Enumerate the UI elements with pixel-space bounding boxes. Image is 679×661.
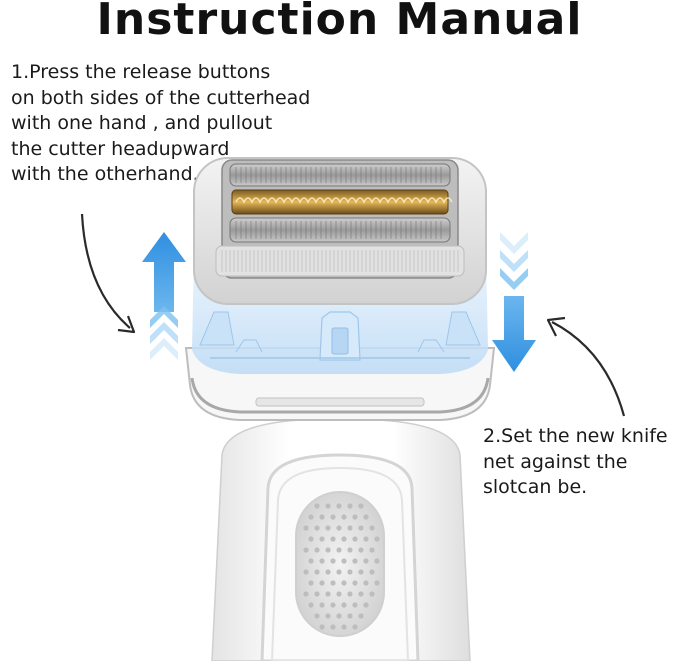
up-arrow-icon bbox=[142, 232, 186, 360]
grip-dot bbox=[336, 525, 342, 531]
step-2-instruction: 2.Set the new knife net against the slot… bbox=[483, 424, 673, 501]
grip-dot bbox=[325, 591, 331, 597]
grip-dot bbox=[341, 514, 347, 520]
grip-dot bbox=[341, 624, 347, 630]
grip-dot bbox=[347, 525, 353, 531]
grip-dot bbox=[363, 580, 369, 586]
grip-dot bbox=[358, 569, 364, 575]
grip-dot bbox=[330, 580, 336, 586]
grip-dot bbox=[336, 613, 342, 619]
grip-dot bbox=[319, 580, 325, 586]
grip-dot bbox=[319, 624, 325, 630]
grip-dot bbox=[363, 514, 369, 520]
page-title: Instruction Manual bbox=[96, 0, 583, 45]
grip-dot bbox=[325, 613, 331, 619]
grip-dot bbox=[330, 624, 336, 630]
frame-ribs bbox=[221, 250, 459, 272]
grip-dot bbox=[319, 514, 325, 520]
grip-dot bbox=[352, 602, 358, 608]
grip-dot bbox=[369, 547, 375, 553]
grip-dot bbox=[325, 547, 331, 553]
grip-dot bbox=[319, 602, 325, 608]
foil-texture bbox=[235, 167, 453, 239]
grip-dot bbox=[352, 514, 358, 520]
grip-dot bbox=[352, 580, 358, 586]
curved-arrow-icon bbox=[546, 316, 626, 417]
grip-dot bbox=[347, 613, 353, 619]
grip-dots bbox=[303, 503, 380, 630]
step-1-line: with one hand , and pullout bbox=[11, 112, 273, 134]
grip-dot bbox=[330, 602, 336, 608]
grip-dot bbox=[314, 547, 320, 553]
step-1-line: with the otherhand. bbox=[11, 163, 199, 185]
grip-dot bbox=[314, 525, 320, 531]
grip-dot bbox=[374, 580, 380, 586]
grip-dot bbox=[336, 547, 342, 553]
step-1-line: 1.Press the release buttons bbox=[11, 61, 271, 83]
grip-dot bbox=[336, 503, 342, 509]
step-1-line: the cutter headupward bbox=[11, 137, 230, 160]
grip-dot bbox=[369, 569, 375, 575]
step-1-instruction: 1.Press the release buttons on both side… bbox=[11, 60, 331, 188]
step-2-line: net against the bbox=[483, 450, 628, 473]
grip-dot bbox=[358, 525, 364, 531]
grip-dot bbox=[319, 536, 325, 542]
grip-dot bbox=[303, 547, 309, 553]
grip-dot bbox=[358, 613, 364, 619]
grip-dot bbox=[358, 547, 364, 553]
shaver-body bbox=[211, 419, 471, 661]
grip-dot bbox=[369, 591, 375, 597]
grip-dot bbox=[308, 580, 314, 586]
grip-dot bbox=[352, 558, 358, 564]
grip-dot bbox=[358, 591, 364, 597]
grip-dot bbox=[336, 569, 342, 575]
grip-dot bbox=[374, 536, 380, 542]
grip-dot bbox=[374, 558, 380, 564]
bottom-foil bbox=[229, 217, 451, 243]
grip-dot bbox=[336, 591, 342, 597]
step-2-line: slotcan be. bbox=[483, 476, 588, 498]
down-arrow-icon bbox=[492, 232, 536, 372]
grip-dot bbox=[314, 503, 320, 509]
grip-dot bbox=[308, 514, 314, 520]
cutter-head bbox=[193, 157, 487, 305]
grip-dot bbox=[347, 547, 353, 553]
grip-dot bbox=[352, 624, 358, 630]
grip-dot bbox=[330, 514, 336, 520]
grip-dot bbox=[308, 536, 314, 542]
grip-dot bbox=[363, 536, 369, 542]
grip-dot bbox=[341, 602, 347, 608]
grip-dot bbox=[341, 536, 347, 542]
grip-dot bbox=[325, 525, 331, 531]
grip-dot bbox=[303, 525, 309, 531]
grip-dot bbox=[325, 569, 331, 575]
grip-dot bbox=[352, 536, 358, 542]
grip-dot bbox=[347, 503, 353, 509]
grip-dot bbox=[347, 591, 353, 597]
grip-dot bbox=[314, 591, 320, 597]
grip-dot bbox=[330, 558, 336, 564]
grip-dot bbox=[347, 569, 353, 575]
grip-dot bbox=[303, 591, 309, 597]
grip-dot bbox=[341, 558, 347, 564]
grip-dot bbox=[303, 569, 309, 575]
curved-arrow-icon bbox=[80, 213, 136, 334]
grip-dot bbox=[341, 580, 347, 586]
step-2-line: 2.Set the new knife bbox=[483, 425, 668, 447]
grip-dot bbox=[363, 558, 369, 564]
grip-dot bbox=[358, 503, 364, 509]
grip-dot bbox=[314, 569, 320, 575]
step-1-line: on both sides of the cutterhead bbox=[11, 86, 311, 109]
grip-dot bbox=[330, 536, 336, 542]
grip-dot bbox=[363, 602, 369, 608]
grip-dot bbox=[369, 525, 375, 531]
grip-dot bbox=[325, 503, 331, 509]
grip-dot bbox=[308, 602, 314, 608]
grip-dot bbox=[308, 558, 314, 564]
top-foil bbox=[229, 163, 451, 187]
grip-dot bbox=[319, 558, 325, 564]
grip-dot bbox=[314, 613, 320, 619]
trimmer-teeth bbox=[235, 197, 453, 204]
